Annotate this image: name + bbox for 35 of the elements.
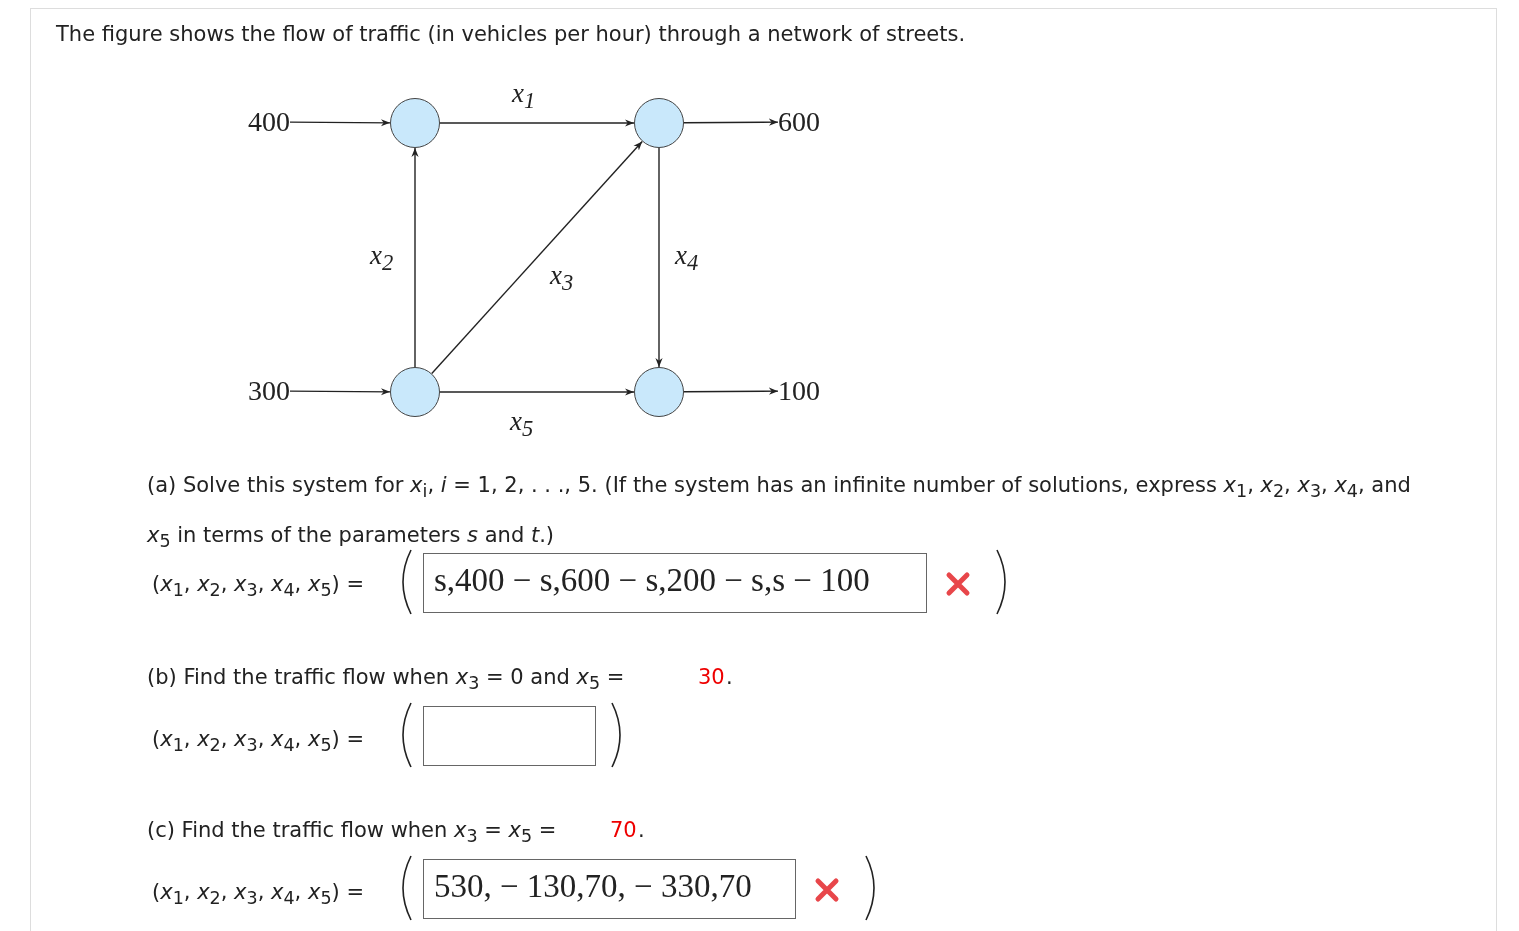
- question-text: .: [638, 818, 645, 842]
- arrow: [431, 140, 643, 375]
- answer-field: s,400 − s,600 − s,200 − s,s − 100: [423, 553, 927, 613]
- question-text: (a) Solve this system for x$_{i}$, i = 1, 2, . . ., 5. (If the system has an infinite number of solutions, express x$_{1}$, x$_{2}$, x$_{3}$, x$_{4}$, and x$_{5}$ in terms of the parameters s and t.): [147, 472, 1412, 554]
- answer-field: 530, − 130,70, − 330,70: [423, 859, 796, 919]
- question-text: (c) Find the traffic flow when x$_{3}$ = x$_{5}$ =: [147, 818, 557, 847]
- arrow: [411, 147, 419, 368]
- edge-label: x$_{2}$: [370, 240, 394, 277]
- flow-value: 600: [778, 106, 820, 138]
- arrow: [439, 388, 635, 396]
- arrow: [683, 118, 779, 126]
- intersection-circle: [390, 367, 440, 417]
- tuple-label: (x$_{1}$, x$_{2}$, x$_{3}$, x$_{4}$, x$_{5}$) =: [152, 727, 364, 756]
- arrow: [683, 387, 779, 395]
- question-text: (b) Find the traffic flow when x$_{3}$ = 0 and x$_{5}$ =: [147, 665, 625, 694]
- edge-label: x$_{1}$: [512, 78, 536, 115]
- edge-label: x$_{5}$: [510, 406, 534, 443]
- tuple-label: (x$_{1}$, x$_{2}$, x$_{3}$, x$_{4}$, x$_{5}$) =: [152, 572, 364, 601]
- intersection-circle: [634, 98, 684, 148]
- intersection-circle: [634, 367, 684, 417]
- question-text: .: [726, 665, 733, 689]
- arrow: [655, 147, 663, 368]
- tuple-label: (x$_{1}$, x$_{2}$, x$_{3}$, x$_{4}$, x$_{5}$) =: [152, 880, 364, 909]
- edge-label: x$_{3}$: [550, 260, 574, 297]
- edge-label: x$_{4}$: [675, 240, 699, 277]
- given-value: 70: [610, 818, 637, 842]
- heading-text: The figure shows the flow of traffic (in vehicles per hour) through a network of streets.: [56, 22, 966, 46]
- intersection-circle: [390, 98, 440, 148]
- arrow: [289, 119, 391, 127]
- given-value: 30: [698, 665, 725, 689]
- flow-value: 100: [778, 375, 820, 407]
- flow-value: 300: [248, 375, 290, 407]
- arrow: [289, 388, 391, 396]
- arrow: [439, 119, 635, 127]
- flow-value: 400: [248, 106, 290, 138]
